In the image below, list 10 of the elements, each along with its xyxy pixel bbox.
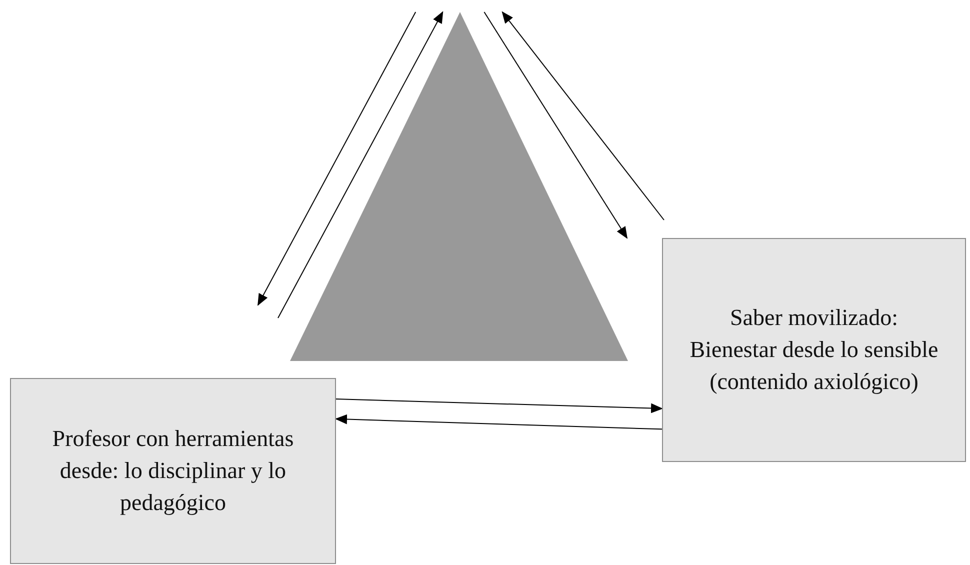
arrow [502, 11, 664, 220]
arrow [335, 414, 662, 430]
arrow [258, 12, 416, 306]
text-box [10, 378, 336, 564]
text-box [662, 238, 966, 462]
box-text: Saber movilizado: Bienestar desde lo sensible (contenido axiológico) [688, 304, 940, 396]
arrow [278, 11, 444, 318]
box-text: Profesor con herramientas desde: lo disciplinar y lo pedagógico [51, 424, 295, 518]
arrow [336, 398, 663, 414]
arrow [484, 12, 628, 239]
